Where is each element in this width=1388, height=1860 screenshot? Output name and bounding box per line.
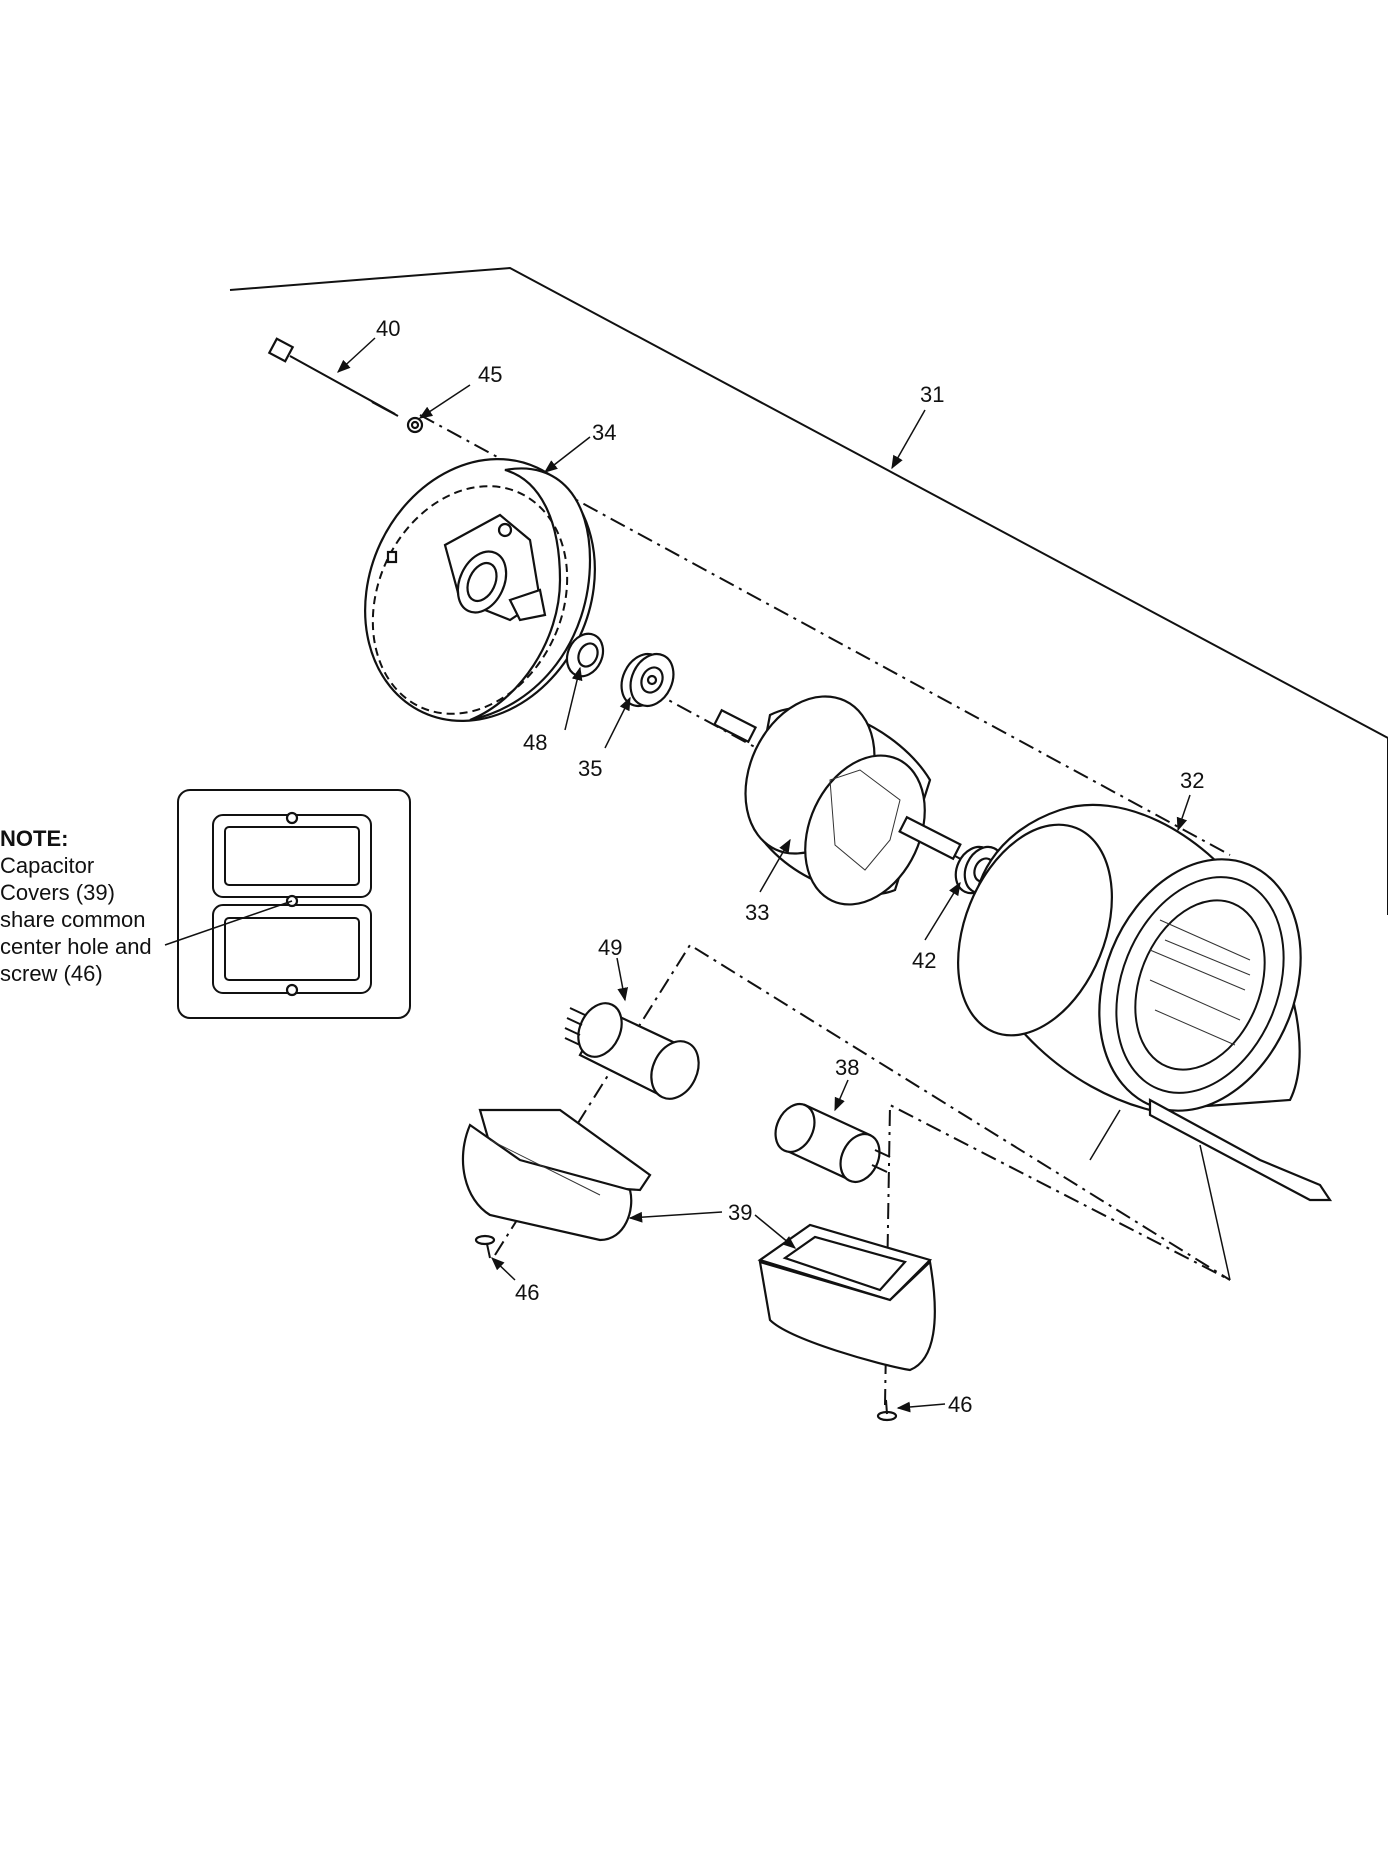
wire-guide-line bbox=[1199, 1144, 1231, 1281]
callout-48: 48 bbox=[523, 730, 547, 755]
note-line-4: center hole and bbox=[0, 934, 152, 959]
note-inset-box bbox=[177, 789, 411, 1019]
callout-33: 33 bbox=[745, 900, 769, 925]
callout-42: 42 bbox=[912, 948, 936, 973]
capacitor-38 bbox=[774, 1102, 891, 1184]
leader-arrows bbox=[337, 337, 1191, 1413]
center-axis-line bbox=[419, 414, 1231, 856]
stator-32 bbox=[957, 803, 1333, 1202]
rotor-33 bbox=[712, 695, 962, 906]
nut-45 bbox=[406, 416, 424, 434]
note-line-2: Covers (39) bbox=[0, 880, 115, 905]
callout-46-left: 46 bbox=[515, 1280, 539, 1305]
capacitor-cover-39-left bbox=[461, 1108, 652, 1242]
callout-32: 32 bbox=[1180, 768, 1204, 793]
capacitor-38-leader-path bbox=[884, 1103, 1231, 1406]
callout-39: 39 bbox=[728, 1200, 752, 1225]
assembly-bracket-31 bbox=[229, 266, 1388, 915]
end-bell-34 bbox=[364, 458, 596, 722]
capacitor-cover-39-right bbox=[757, 1223, 936, 1372]
capacitor-49 bbox=[564, 1002, 700, 1100]
callout-34: 34 bbox=[592, 420, 616, 445]
wire-guide-line-2 bbox=[1089, 1109, 1121, 1161]
through-bolt-40 bbox=[267, 337, 399, 417]
callout-35: 35 bbox=[578, 756, 602, 781]
note-line-5: screw (46) bbox=[0, 961, 103, 986]
note-line-1: Capacitor bbox=[0, 853, 94, 878]
note-leader bbox=[164, 900, 293, 946]
note-line-3: share common bbox=[0, 907, 146, 932]
screw-46-right bbox=[876, 1399, 898, 1422]
callout-38: 38 bbox=[835, 1055, 859, 1080]
callout-40: 40 bbox=[376, 316, 400, 341]
callout-31: 31 bbox=[920, 382, 944, 407]
callout-49: 49 bbox=[598, 935, 622, 960]
capacitor-leader-path bbox=[494, 943, 1231, 1281]
screw-46-left bbox=[474, 1234, 496, 1259]
note-title: NOTE: bbox=[0, 826, 68, 851]
callout-46-right: 46 bbox=[948, 1392, 972, 1417]
bearing-35 bbox=[620, 653, 675, 707]
callout-45: 45 bbox=[478, 362, 502, 387]
